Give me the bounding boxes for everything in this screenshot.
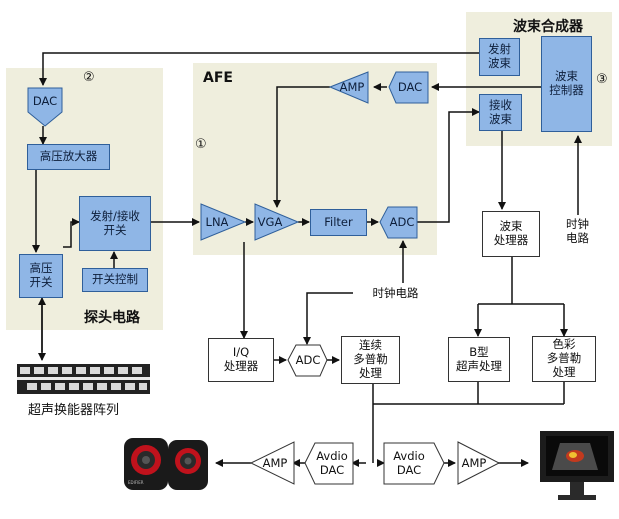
amp-left-shape bbox=[249, 441, 295, 485]
audio-dac-left: Avdio DAC bbox=[316, 449, 348, 477]
tr-switch: 发射/接收 开关 bbox=[79, 196, 151, 251]
filter: Filter bbox=[310, 209, 367, 236]
beamformer-number: ③ bbox=[596, 72, 608, 87]
speaker-pair-icon bbox=[124, 438, 208, 490]
ultrasound-monitor-icon bbox=[540, 431, 614, 500]
afe-title: AFE bbox=[203, 70, 233, 86]
afe-adc: ADC bbox=[389, 215, 415, 229]
clock-circuit-right: 时钟 电路 bbox=[566, 217, 589, 246]
afe-dac: DAC bbox=[397, 80, 423, 94]
afe-amp-shape bbox=[328, 71, 369, 104]
probe-circuit-title: 探头电路 bbox=[84, 310, 140, 326]
tx-beam: 发射 波束 bbox=[479, 38, 520, 76]
clock-circuit-mid: 时钟电路 bbox=[353, 283, 438, 305]
afe-amp: AMP bbox=[339, 80, 365, 94]
beamformer-title: 波束合成器 bbox=[513, 19, 583, 35]
probe-dac-shape bbox=[27, 87, 63, 127]
amp-right: AMP bbox=[461, 456, 487, 470]
amp-left: AMP bbox=[262, 456, 288, 470]
adc2-shape bbox=[287, 344, 328, 377]
lna: LNA bbox=[205, 215, 229, 229]
afe-adc-shape bbox=[379, 206, 418, 239]
audio-dac-right: Avdio DAC bbox=[393, 449, 425, 477]
probe-circuit-number: ② bbox=[83, 70, 95, 85]
speaker-brand: EDIFIER bbox=[128, 480, 144, 485]
beam-processor: 波束 处理器 bbox=[482, 211, 540, 257]
iq-processor: I/Q 处理器 bbox=[208, 338, 274, 382]
color-doppler: 色彩 多普勒 处理 bbox=[532, 336, 596, 382]
transducer-array-label: 超声换能器阵列 bbox=[28, 403, 120, 418]
vga: VGA bbox=[257, 215, 283, 229]
audio-dac-left-shape bbox=[304, 442, 354, 485]
probe-dac: DAC bbox=[32, 94, 58, 108]
audio-dac-right-shape bbox=[383, 442, 445, 485]
switch-control: 开关控制 bbox=[82, 268, 148, 292]
beam-controller: 波束 控制器 bbox=[541, 36, 592, 132]
afe-dac-shape bbox=[388, 71, 429, 104]
rx-beam: 接收 波束 bbox=[479, 94, 522, 131]
afe-number: ① bbox=[195, 137, 207, 152]
adc2: ADC bbox=[295, 353, 321, 367]
lna-shape bbox=[200, 203, 247, 241]
amp-right-shape bbox=[457, 441, 501, 485]
transducer-array-icon bbox=[17, 364, 150, 394]
b-mode-processing: B型 超声处理 bbox=[448, 337, 510, 382]
hv-amplifier: 高压放大器 bbox=[27, 144, 110, 170]
vga-shape bbox=[254, 203, 300, 241]
continuous-doppler: 连续 多普勒 处理 bbox=[341, 336, 400, 384]
hv-switch: 高压 开关 bbox=[19, 254, 63, 298]
